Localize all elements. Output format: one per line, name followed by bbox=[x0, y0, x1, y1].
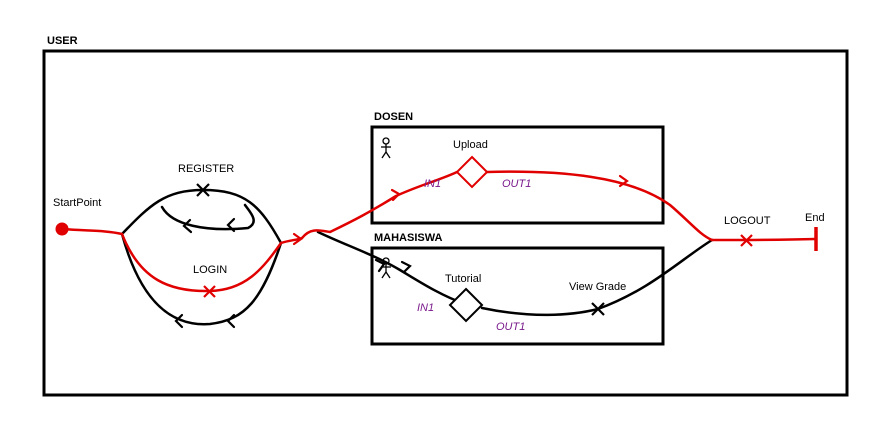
view-grade-marker bbox=[591, 302, 605, 316]
user-lane-label: USER bbox=[47, 35, 78, 47]
tutorial-diamond bbox=[448, 287, 484, 323]
register-loop-path bbox=[160, 203, 255, 231]
mahasiswa-lane-label: MAHASISWA bbox=[374, 232, 443, 244]
start-point-node bbox=[55, 222, 69, 236]
tutorial-label: Tutorial bbox=[445, 273, 482, 285]
dosen-actor-icon bbox=[381, 137, 391, 159]
login-red-path bbox=[120, 232, 283, 293]
login-arrow-1 bbox=[174, 313, 184, 329]
merge-arrow bbox=[292, 232, 303, 246]
login-marker bbox=[203, 285, 216, 298]
dosen-lane-label: DOSEN bbox=[374, 111, 414, 123]
dosen-entry-arrow bbox=[390, 188, 401, 202]
viewgrade-to-logout-path bbox=[596, 238, 714, 311]
register-marker bbox=[196, 183, 210, 197]
mahasiswa-entry-path bbox=[316, 230, 467, 306]
mahasiswa-in-port-label: IN1 bbox=[417, 302, 435, 314]
user-lane bbox=[42, 49, 849, 397]
start-to-split-path bbox=[62, 227, 124, 236]
end-label: End bbox=[805, 212, 825, 224]
dosen-entry-path bbox=[300, 170, 459, 240]
tutorial-to-viewgrade-path bbox=[480, 306, 600, 317]
dosen-in-port-label: IN1 bbox=[424, 178, 442, 190]
logout-to-end-path bbox=[710, 237, 817, 242]
mahasiswa-lane bbox=[370, 246, 665, 346]
mahasiswa-out-port-label: OUT1 bbox=[496, 321, 526, 333]
register-upper-path bbox=[120, 188, 283, 245]
tutorial-entry-arrow bbox=[400, 260, 412, 274]
mahasiswa-entry-arrow bbox=[374, 258, 386, 273]
login-label: LOGIN bbox=[193, 264, 228, 276]
register-arrow-1 bbox=[182, 218, 193, 234]
upload-to-logout-path bbox=[485, 170, 714, 242]
view-grade-label: View Grade bbox=[569, 281, 627, 293]
register-label: REGISTER bbox=[178, 163, 235, 175]
logout-label: LOGOUT bbox=[724, 215, 771, 227]
register-arrow-2 bbox=[226, 217, 236, 233]
upload-exit-arrow bbox=[618, 174, 629, 188]
dosen-lane bbox=[370, 125, 665, 225]
start-point-label: StartPoint bbox=[53, 197, 102, 209]
login-arrow-2 bbox=[226, 313, 236, 329]
upload-diamond bbox=[455, 155, 489, 189]
login-lower-path bbox=[120, 232, 283, 326]
upload-label: Upload bbox=[453, 139, 488, 151]
dosen-out-port-label: OUT1 bbox=[502, 178, 532, 190]
logout-marker bbox=[740, 234, 753, 247]
